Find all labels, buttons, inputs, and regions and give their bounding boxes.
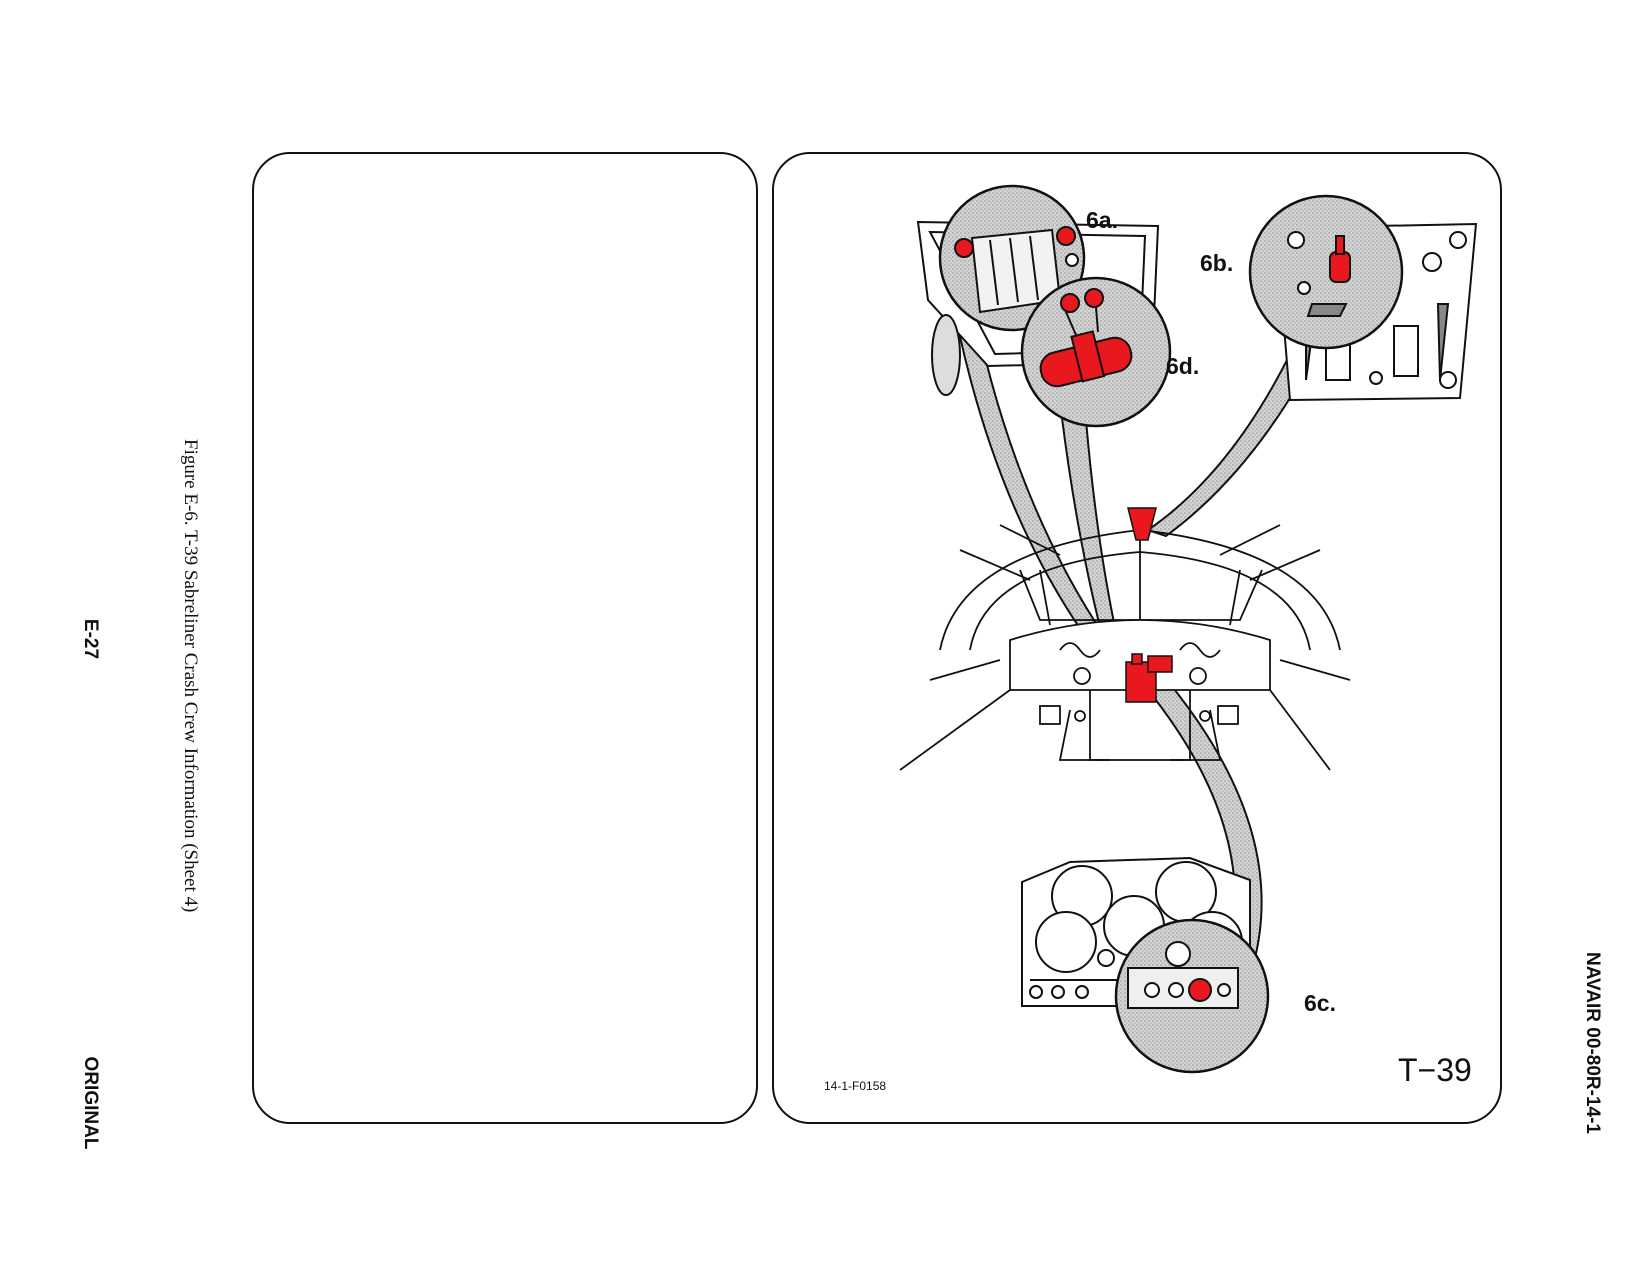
detail-6b-content (1287, 231, 1351, 317)
detail-6c-content (1127, 941, 1239, 1009)
cockpit-view (899, 524, 1351, 771)
blank-panel-left (252, 152, 758, 1124)
fire-handle-detail (1039, 288, 1133, 388)
document-id: NAVAIR 00-80R-14-1 (1582, 952, 1603, 1134)
aircraft-label: T−39 (1398, 1052, 1472, 1088)
callout-6c: 6c. (1304, 990, 1336, 1016)
callout-6b: 6b. (1200, 250, 1234, 276)
callout-6a: 6a. (1086, 207, 1118, 233)
figure-code: 14-1-F0158 (824, 1079, 887, 1093)
detail-circle-6b (1248, 194, 1404, 350)
status-mark: ORIGINAL (80, 1056, 101, 1150)
cockpit-highlights (1125, 507, 1173, 703)
page-number: E-27 (80, 618, 101, 660)
detail-6a-content (954, 226, 1079, 314)
callout-6d: 6d. (1166, 353, 1200, 379)
figure-caption: Figure E-6. T-39 Sabreliner Crash Crew I… (180, 439, 201, 913)
